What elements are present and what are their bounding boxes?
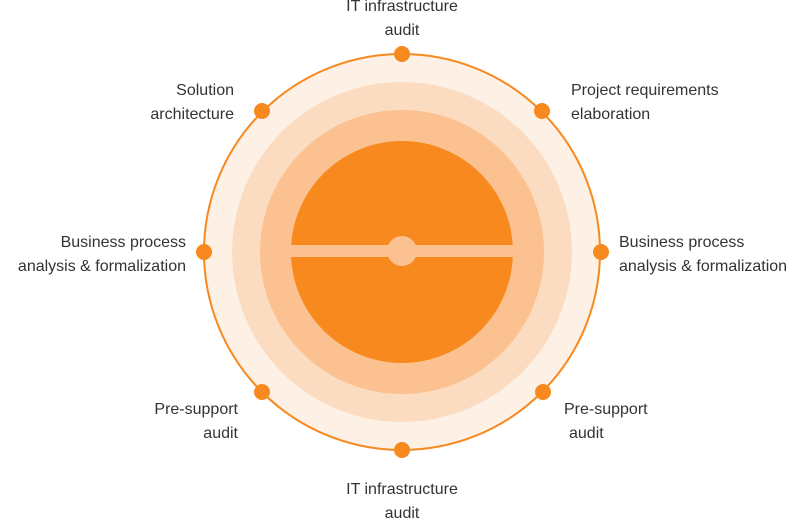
label-left: Business process analysis & formalizatio… xyxy=(17,234,186,275)
node-dot-right xyxy=(593,244,609,260)
node-dot-bottom-right xyxy=(535,384,551,400)
node-dot-bottom-left xyxy=(254,384,270,400)
node-dot-bottom xyxy=(394,442,410,458)
label-right: Business process analysis & formalizatio… xyxy=(619,234,788,275)
label-top: IT infrastructure audit xyxy=(346,0,458,39)
label-bottom-right: Pre-support audit xyxy=(564,401,648,442)
core-hub xyxy=(387,236,417,266)
label-bottom-left: Pre-support audit xyxy=(154,401,238,442)
node-dot-top-right xyxy=(534,103,550,119)
label-top-right: Project requirements elaboration xyxy=(571,82,719,123)
label-top-left: Solution architecture xyxy=(150,82,234,123)
label-bottom: IT infrastructure audit xyxy=(346,481,458,522)
node-dot-top xyxy=(394,46,410,62)
node-dot-top-left xyxy=(254,103,270,119)
node-dot-left xyxy=(196,244,212,260)
